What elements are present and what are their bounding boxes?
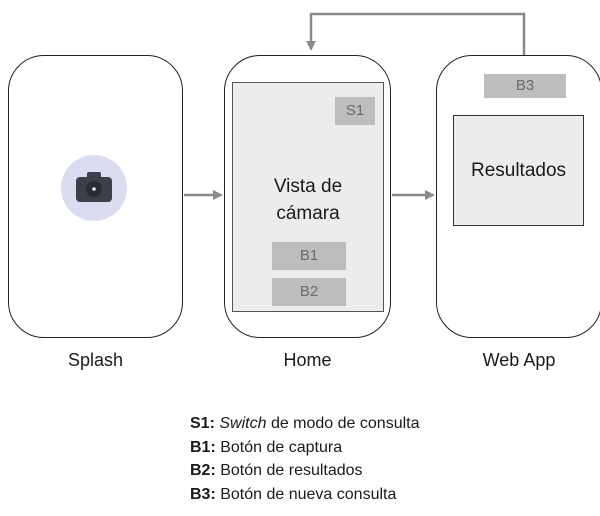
b1-capture-button[interactable]: B1 xyxy=(272,242,346,270)
camera-icon xyxy=(76,172,112,202)
legend-item-b3: B3: Botón de nueva consulta xyxy=(190,483,419,507)
legend-text: Botón de captura xyxy=(220,438,343,456)
legend-key: S1: xyxy=(190,415,215,432)
legend-key: B1: xyxy=(190,438,216,456)
splash-label: Splash xyxy=(67,350,124,370)
legend-item-b2: B2: Botón de resultados xyxy=(190,459,419,483)
camera-badge xyxy=(61,155,127,221)
return-arrow-webapp-to-home xyxy=(306,12,526,55)
legend-text: de modo de consulta xyxy=(270,415,420,432)
legend-key: B3: xyxy=(190,485,216,503)
b2-results-button[interactable]: B2 xyxy=(272,278,346,306)
s1-switch[interactable]: S1 xyxy=(335,97,375,125)
legend-text: Botón de resultados xyxy=(220,462,363,479)
camera-view-line1: Vista de xyxy=(273,176,343,197)
legend: S1: Switch de modo de consulta B1: Botón… xyxy=(190,412,419,506)
legend-item-b1: B1: Botón de captura xyxy=(190,436,419,460)
camera-view-line2: cámara xyxy=(276,203,340,224)
legend-key: B2: xyxy=(190,462,216,479)
results-caption: Resultados xyxy=(470,160,567,181)
b3-new-query-button[interactable]: B3 xyxy=(484,74,566,98)
results-panel xyxy=(453,115,584,226)
legend-item-s1: S1: Switch de modo de consulta xyxy=(190,412,419,436)
home-label: Home xyxy=(283,350,332,370)
webapp-label: Web App xyxy=(482,350,556,370)
camera-view-caption: Vista de cámara xyxy=(232,173,384,227)
legend-text: Botón de nueva consulta xyxy=(220,485,397,503)
legend-italic-term: Switch xyxy=(219,415,267,432)
